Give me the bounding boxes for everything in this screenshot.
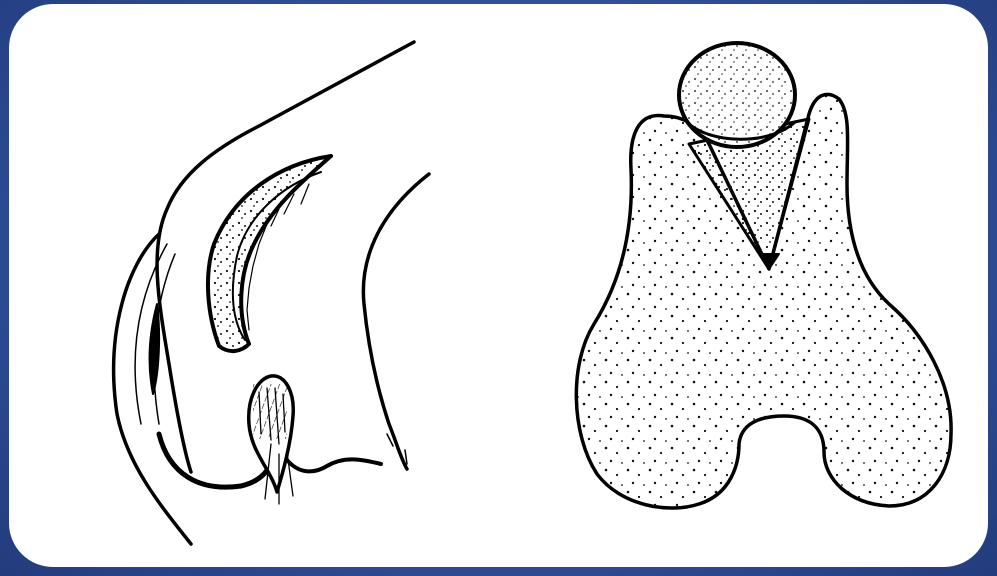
crescent-defect	[208, 156, 331, 351]
left-illustration	[114, 42, 429, 544]
figure-panel	[9, 4, 988, 567]
shadow-region	[150, 304, 160, 394]
figure-drawing	[9, 4, 988, 567]
right-illustration	[576, 43, 951, 508]
inner-contour	[363, 174, 429, 469]
